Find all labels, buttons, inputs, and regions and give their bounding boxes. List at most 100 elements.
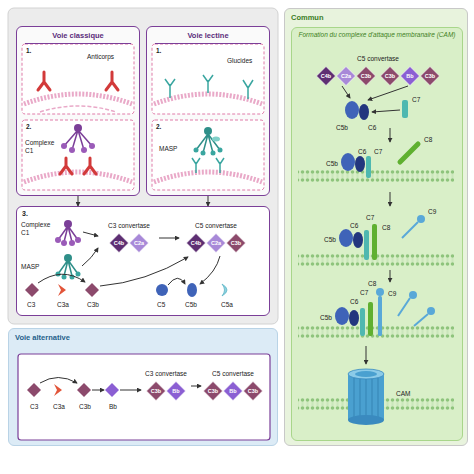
label-anchor: Complexe C1 xyxy=(21,221,55,236)
protein-diamond: C3b xyxy=(203,381,223,401)
mac-formation-art-part xyxy=(353,232,363,248)
convertase-group: C3 convertaseC4b C2a xyxy=(99,221,159,255)
classical-pathway-art-part xyxy=(61,143,67,149)
label-anchor: C3 xyxy=(30,403,38,411)
label-anchor: C7 xyxy=(360,289,368,297)
mac-formation-art-part xyxy=(378,296,382,336)
diamond-shape-part xyxy=(204,382,223,401)
panel-heading: Formation du complexe d'attaque membrana… xyxy=(292,28,462,42)
part-label: CAM xyxy=(396,390,410,398)
lectin-pathway-art-part xyxy=(154,94,262,104)
flow-arrow xyxy=(159,238,179,239)
lectin-pathway-art-part xyxy=(203,75,213,93)
part-label: Glucides xyxy=(227,57,252,65)
activation-art-part xyxy=(168,278,185,285)
panel: CommunFormation du complexe d'attaque me… xyxy=(284,8,468,446)
mac-formation-art-part xyxy=(398,298,410,316)
part-label: Anticorps xyxy=(87,53,114,61)
part-label: C6 xyxy=(368,124,376,132)
part-label: MASP xyxy=(159,145,177,153)
mac-formation-art-part xyxy=(372,110,400,112)
label-anchor: C5b xyxy=(336,124,348,132)
mac-formation-art-part xyxy=(390,270,391,282)
classical-pathway-art-part xyxy=(24,94,132,104)
part-label: C5a xyxy=(221,301,233,309)
part-label: C5 xyxy=(157,301,165,309)
diamond-shape-part xyxy=(110,234,129,253)
label-anchor: MASP xyxy=(159,145,177,153)
diamond-shape-part xyxy=(187,234,206,253)
mac-formation-art-part xyxy=(342,86,350,98)
part-label: C9 xyxy=(428,208,436,216)
mac-formation-art-part xyxy=(355,371,377,377)
mac-formation-art-part xyxy=(364,230,369,260)
label-anchor: C5b xyxy=(185,301,197,309)
callout-number: 1. xyxy=(156,47,161,55)
protein-diamond: C2a xyxy=(129,233,149,253)
part-label: MASP xyxy=(21,263,39,271)
mac-formation-box: Formation du complexe d'attaque membrana… xyxy=(291,27,463,441)
classical-pathway-art-part xyxy=(106,72,118,90)
lectin-pathway-art-part xyxy=(216,158,224,173)
mac-formation-art-part xyxy=(341,153,355,171)
label-anchor: C8 xyxy=(382,224,390,232)
protein-diamond: Bb xyxy=(223,381,243,401)
label-anchor: C7 xyxy=(374,148,382,156)
mac-formation-art-part xyxy=(360,308,365,336)
part-label: C5b xyxy=(326,160,338,168)
lectin-pathway-art-part xyxy=(165,79,175,98)
activation-art-part xyxy=(58,284,66,296)
alternative-pathway-art-part xyxy=(120,390,141,391)
part-label: C5b xyxy=(324,236,336,244)
activation-art-part xyxy=(83,232,98,236)
part-label: C7 xyxy=(366,214,374,222)
mac-formation-art-part xyxy=(354,376,378,422)
part-label: C3 xyxy=(27,301,35,309)
protein-name: C2a xyxy=(134,240,144,246)
convertase-label: C5 convertase xyxy=(201,369,265,379)
activation-art-part xyxy=(25,283,39,297)
panel: Voie lectine1.Glucides2.MASP xyxy=(146,26,270,196)
part-label: C5b xyxy=(320,314,332,322)
convertase-label: C3 convertase xyxy=(99,221,159,231)
lectin-pathway-art-part xyxy=(201,151,206,156)
diamond-shape-part xyxy=(244,382,263,401)
activation-art-part xyxy=(156,284,168,296)
protein-diamond: C3b xyxy=(356,66,376,86)
protein-diamond: C3b xyxy=(380,66,400,86)
classical-pathway-art-part xyxy=(22,44,134,114)
callout-number: 2. xyxy=(156,123,161,131)
classical-pathway-art-part xyxy=(60,158,72,174)
protein-name: C4b xyxy=(114,240,124,246)
mac-formation-art-part xyxy=(409,291,417,299)
mac-formation-art-part xyxy=(298,170,454,182)
mac-formation-art-part xyxy=(349,310,359,326)
classical-pathway-art-part xyxy=(69,147,75,153)
label-anchor: C3 xyxy=(27,301,35,309)
classical-pathway-art xyxy=(22,44,134,190)
flow-arrow xyxy=(208,196,209,206)
flow-arrow xyxy=(78,196,79,206)
classical-pathway-art-part xyxy=(24,172,132,182)
protein-diamond: Bb xyxy=(400,66,420,86)
protein-name: C3b xyxy=(385,73,395,79)
label-anchor: C3a xyxy=(57,301,69,309)
mac-formation-art-part xyxy=(417,215,425,223)
diamond-shape-part xyxy=(224,382,243,401)
protein-diamond: C4b xyxy=(316,66,336,86)
activation-art-part xyxy=(75,237,81,243)
protein-name: C4b xyxy=(321,73,331,79)
protein-name: C3b xyxy=(231,240,241,246)
lectin-pathway-art-part xyxy=(211,151,216,156)
mac-formation-art-part xyxy=(298,254,454,266)
alternative-pathway-art-part xyxy=(92,390,104,391)
classical-pathway-art-part xyxy=(40,106,116,112)
alternative-pathway-art-part xyxy=(40,378,77,384)
convertase-group: C5 convertaseC3bBbC3b xyxy=(201,369,265,403)
activation-art-part xyxy=(58,260,78,276)
label-anchor: 2. xyxy=(26,123,31,131)
diamond-shape-part xyxy=(227,234,246,253)
grey-panel xyxy=(8,8,278,324)
diamond-shape-part xyxy=(167,382,186,401)
mac-formation-art-part xyxy=(348,415,384,425)
